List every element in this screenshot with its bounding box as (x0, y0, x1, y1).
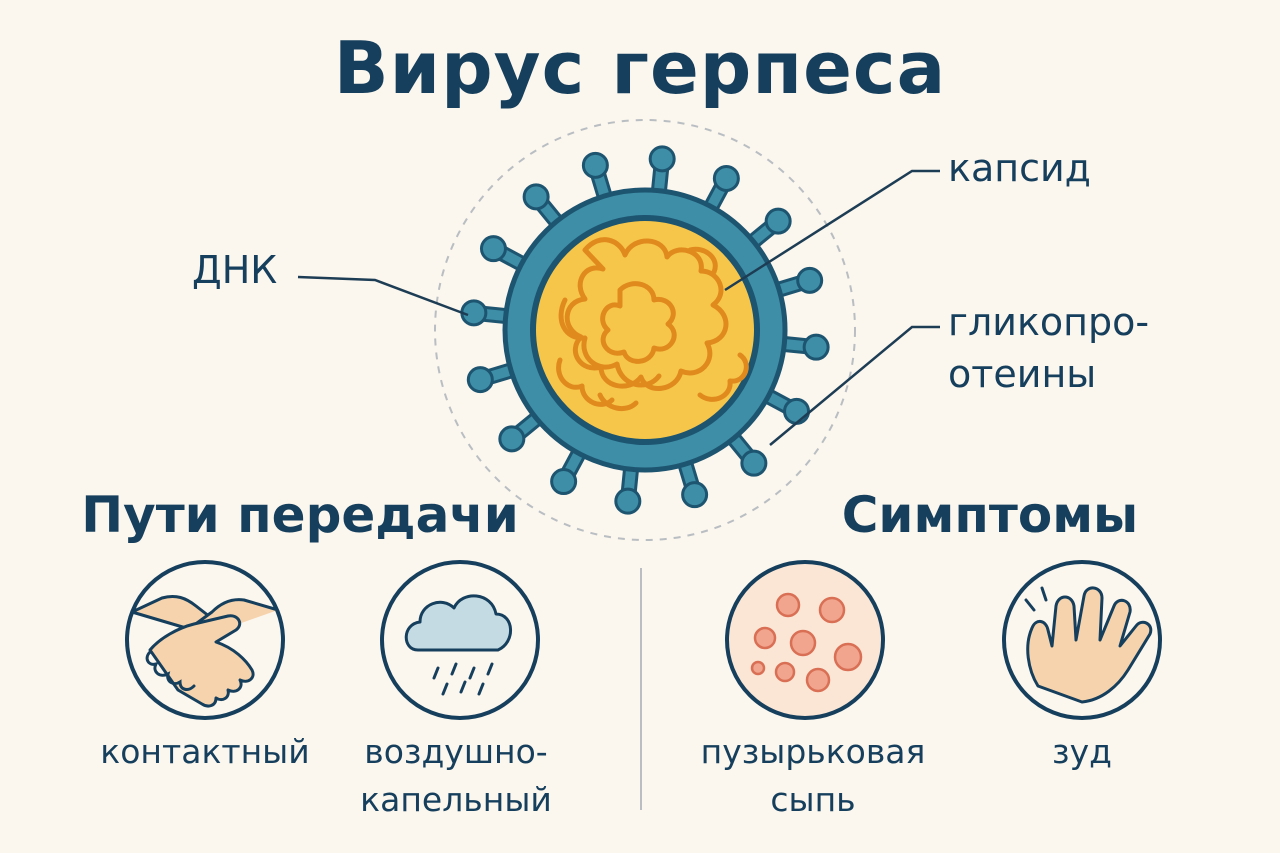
caption-line: сыпь (770, 780, 856, 819)
glycoprotein-knob (783, 397, 811, 425)
glycoprotein-knob (522, 183, 550, 211)
caption-line: зуд (1052, 732, 1112, 771)
glycoproteins-label: гликопро- отеины (948, 296, 1149, 400)
glycoprotein-knob (796, 266, 824, 294)
dna-label: ДНК (192, 248, 278, 292)
page-title: Вирус герпеса (333, 26, 947, 110)
glycoproteins-leader-line (769, 325, 940, 446)
glycoprotein-knob (681, 481, 709, 509)
handshake-icon (125, 560, 285, 720)
glycoprotein-knob (740, 449, 768, 477)
capsid-leader-line (724, 169, 940, 292)
capsid-label: капсид (948, 146, 1091, 190)
caption-line: пузырьковая (700, 732, 926, 771)
glycoproteins-label-line2: отеины (948, 352, 1097, 396)
symptoms-heading: Симптомы (841, 486, 1139, 544)
glycoprotein-knob (648, 145, 676, 173)
itching-hand-icon (1002, 560, 1162, 720)
virus-core (530, 215, 760, 445)
virus-halo (434, 119, 856, 541)
dna-strands (556, 237, 749, 412)
symptom-caption-itch: зуд (952, 728, 1212, 776)
rain-cloud-icon (380, 560, 540, 720)
dna-leader-line (297, 275, 469, 317)
blister-rash-icon (725, 560, 885, 720)
glycoprotein-knob (479, 235, 507, 263)
caption-line: воздушно- (364, 732, 548, 771)
virus-illustration (460, 145, 830, 515)
glycoprotein-knob (802, 333, 830, 361)
glycoprotein-knob (498, 425, 526, 453)
glycoprotein-knob (581, 151, 609, 179)
caption-line: контактный (100, 732, 310, 771)
transmission-caption-contact: контактный (75, 728, 335, 776)
glycoprotein-knob (550, 468, 578, 496)
transmission-caption-airborne: воздушно- капельный (326, 728, 586, 824)
glycoprotein-knob (614, 487, 642, 515)
transmission-heading: Пути передачи (81, 486, 519, 544)
leader-lines (297, 169, 940, 446)
caption-line: капельный (360, 780, 552, 819)
glycoprotein-knob (712, 164, 740, 192)
symptom-caption-rash: пузырьковая сыпь (683, 728, 943, 824)
glycoprotein-knob (466, 366, 494, 394)
glycoprotein-knob (764, 207, 792, 235)
glycoproteins-label-line1: гликопро- (948, 300, 1150, 344)
